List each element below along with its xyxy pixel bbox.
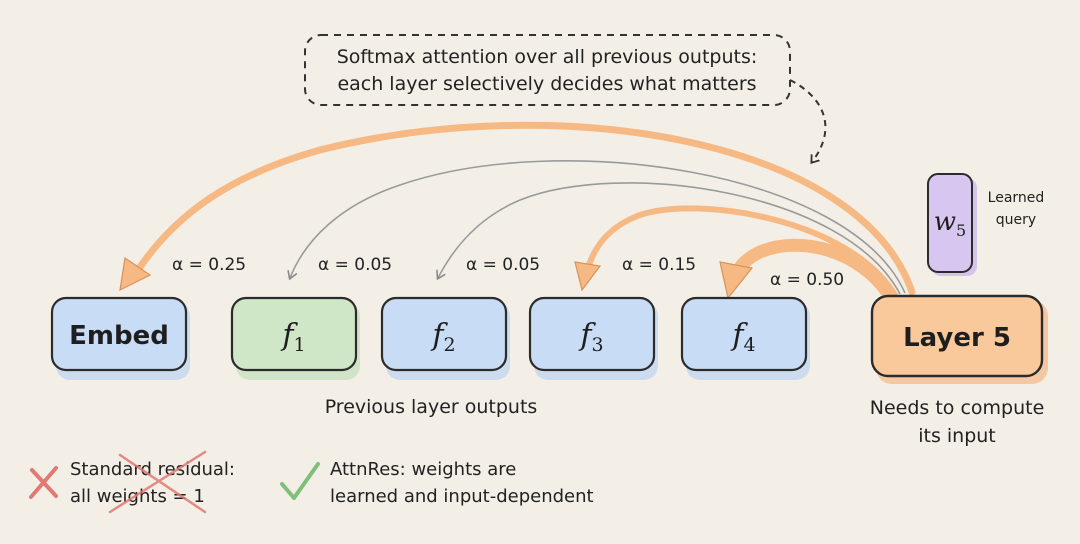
node-layer5-label: Layer 5 — [903, 323, 1011, 353]
arrow-layer5-to-f2 — [438, 182, 901, 295]
caption-previous-outputs: Previous layer outputs — [325, 396, 538, 418]
node-layer5: Layer 5 — [870, 294, 1048, 384]
learned-query: w5 Learned query — [927, 173, 1045, 276]
callout-box — [304, 34, 791, 106]
query-box — [927, 173, 973, 273]
cross-icon — [29, 466, 58, 499]
arrow-layer5-to-f1 — [290, 160, 906, 294]
callout-line-1: Softmax attention over all previous outp… — [337, 46, 758, 68]
node-f3: f3 — [528, 296, 658, 380]
legend-standard-residual: Standard residual: all weights = 1 — [29, 450, 235, 514]
weight-label-f4: α = 0.50 — [770, 270, 844, 290]
node-embed-box — [50, 296, 188, 372]
weight-label-f1: α = 0.05 — [318, 255, 392, 275]
node-f1-box — [230, 296, 358, 372]
legend-standard-line-1: Standard residual: — [70, 459, 235, 480]
weight-label-f2: α = 0.05 — [466, 255, 540, 275]
node-f4-box — [680, 296, 808, 372]
node-f4: f4 — [680, 296, 810, 380]
arrow-head-embed — [119, 256, 152, 292]
arrow-layer5-to-f3 — [585, 205, 898, 298]
arrow-head-f4 — [719, 261, 754, 300]
node-embed: Embed — [50, 296, 190, 380]
weight-label-embed: α = 0.25 — [172, 255, 246, 275]
callout-pointer-arrow — [789, 79, 827, 162]
legend-attnres-line-2: learned and input-dependent — [330, 486, 594, 507]
caption-needs-line-1: Needs to compute — [870, 397, 1045, 419]
node-f3-box — [528, 296, 656, 372]
legend-attnres: AttnRes: weights are learned and input-d… — [280, 459, 594, 507]
weight-label-f3: α = 0.15 — [622, 255, 696, 275]
arrow-layer5-to-embed — [134, 121, 916, 296]
attention-arrows — [119, 121, 916, 303]
query-symbol: w5 — [934, 207, 966, 240]
callout: Softmax attention over all previous outp… — [304, 34, 827, 162]
arrow-head-f3 — [574, 261, 602, 292]
query-label-line-1: Learned — [988, 190, 1045, 206]
check-icon — [280, 462, 320, 500]
strike-through-mark — [108, 450, 207, 514]
node-f1: f1 — [230, 296, 360, 380]
node-layer5-box — [870, 294, 1044, 378]
legend-standard-line-2: all weights = 1 — [70, 486, 205, 507]
caption-needs-line-2: its input — [918, 425, 996, 447]
legend-attnres-line-1: AttnRes: weights are — [330, 459, 516, 480]
node-f2: f2 — [380, 296, 510, 380]
node-embed-label: Embed — [69, 321, 169, 351]
node-f2-box — [380, 296, 508, 372]
callout-line-2: each layer selectively decides what matt… — [337, 73, 756, 95]
query-label-line-2: query — [996, 212, 1036, 228]
